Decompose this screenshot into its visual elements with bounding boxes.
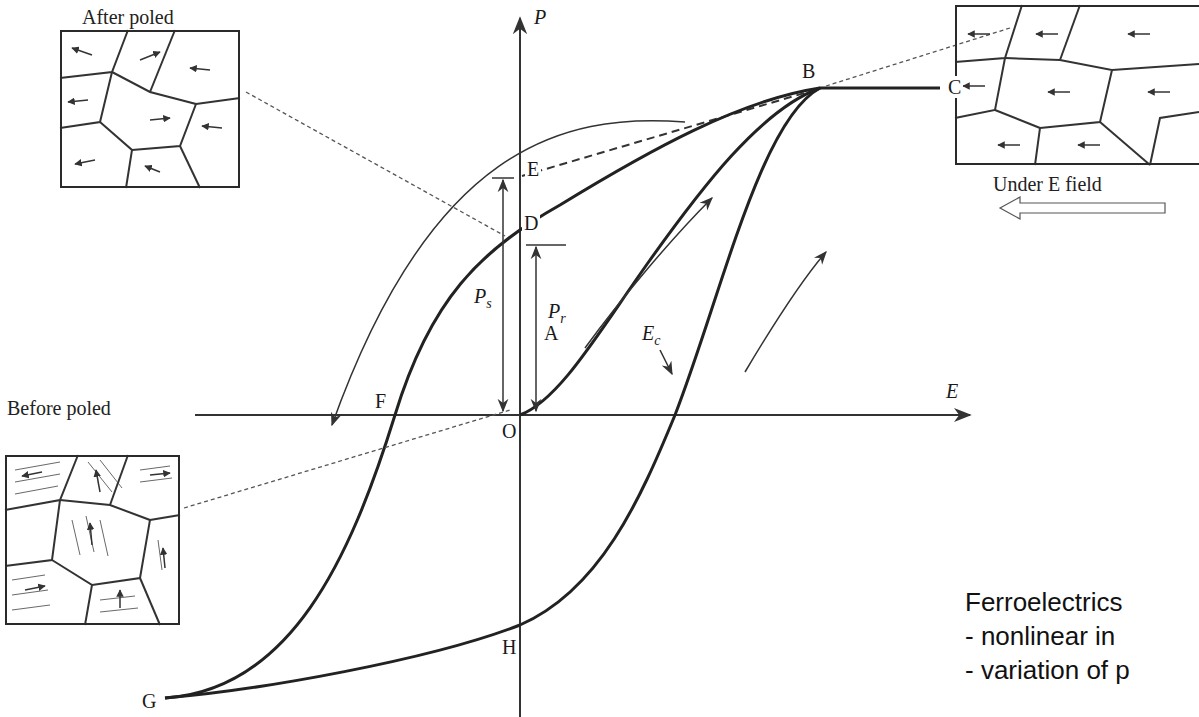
domain-inset: Under E field xyxy=(955,5,1199,165)
point-label: B xyxy=(800,60,817,82)
point-label: D xyxy=(522,212,540,234)
inset-caption: After poled xyxy=(82,6,174,29)
point-label: E xyxy=(525,158,541,180)
inset-caption: Before poled xyxy=(7,397,111,420)
quantity-label: Ec xyxy=(640,322,662,348)
point-label: G xyxy=(140,690,158,712)
inset-caption: Under E field xyxy=(993,173,1102,196)
axis-label: P xyxy=(532,6,548,28)
note-text: - nonlinear in xyxy=(965,622,1115,651)
quantity-label: Pr xyxy=(546,300,568,326)
note-text: Ferroelectrics xyxy=(965,588,1122,617)
point-label: C xyxy=(946,76,963,98)
axis-label: E xyxy=(944,380,960,402)
point-label: O xyxy=(500,420,518,442)
domain-inset: After poled xyxy=(60,30,240,188)
domain-inset: Before poled xyxy=(5,455,180,625)
quantity-label: Ps xyxy=(472,285,494,311)
point-label: H xyxy=(500,636,518,658)
note-text: - variation of p xyxy=(965,656,1130,685)
point-label: F xyxy=(373,390,388,412)
